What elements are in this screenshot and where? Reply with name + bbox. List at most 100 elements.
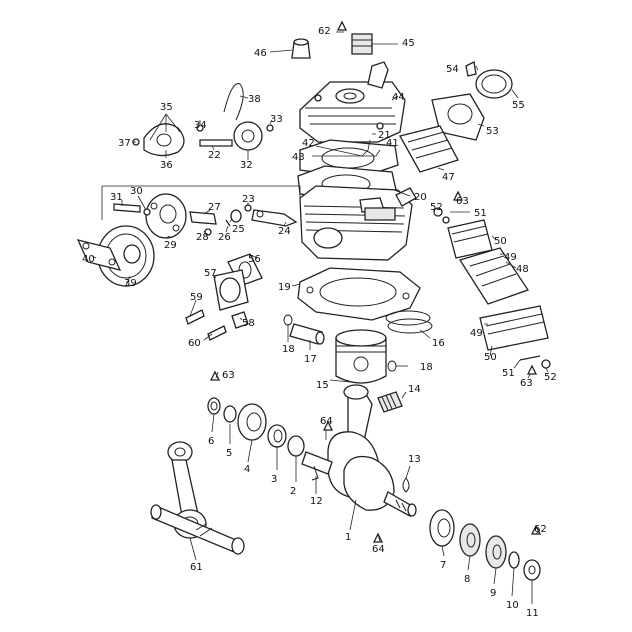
spark-plug [351,33,373,55]
clamp-55 [475,69,513,99]
label-63-top: 63 [456,196,469,207]
label-50-top: 50 [494,236,507,247]
shaft-22 [199,139,233,147]
label-51-top: 51 [474,208,487,219]
label-9: 9 [490,588,496,599]
label-18-right: 18 [420,362,433,373]
label-20: 20 [414,192,427,203]
screw-54 [465,61,477,77]
label-16: 16 [432,338,445,349]
label-4: 4 [244,464,250,475]
label-29: 29 [164,240,177,251]
gear-9 [485,535,507,569]
label-64-bottom: 64 [372,544,385,555]
label-54: 54 [446,64,459,75]
label-1: 1 [345,532,351,543]
washer-51-top [442,216,450,224]
label-7: 7 [440,560,446,571]
label-40: 40 [82,254,95,265]
label-43: 43 [292,152,305,163]
label-34: 34 [194,120,207,131]
lever-24 [251,209,298,227]
bracket-40 [76,239,122,271]
label-49-top: 49 [504,252,517,263]
label-41: 41 [386,138,399,149]
label-5: 5 [226,448,232,459]
label-25: 25 [232,224,245,235]
clip-58 [231,311,249,329]
label-33: 33 [270,114,283,125]
cylinder-head [299,61,406,143]
label-59: 59 [190,292,203,303]
label-62-top: 62 [318,26,331,37]
label-17: 17 [304,354,317,365]
washer-63-bottom [526,364,538,375]
group-bracket [101,185,301,220]
label-11: 11 [526,608,539,619]
label-55: 55 [512,100,525,111]
pulley-32 [233,121,263,151]
key-13 [402,477,410,493]
label-21: 21 [378,130,391,141]
label-51-bottom: 51 [502,368,515,379]
label-18-left: 18 [282,344,295,355]
reed-plate-50-bottom [479,305,549,351]
label-53: 53 [486,126,499,137]
label-62-bottom: 62 [534,524,547,535]
label-57: 57 [204,268,217,279]
label-35: 35 [160,102,173,113]
label-2: 2 [290,486,296,497]
label-64-top: 64 [320,416,333,427]
part-number-labels: 1 2 3 4 5 6 7 8 9 10 11 12 13 14 15 16 1… [82,26,557,619]
label-44: 44 [392,92,405,103]
label-52-top: 52 [430,202,443,213]
nut-52-bottom [541,359,551,369]
label-28: 28 [196,232,209,243]
circlip-left [283,314,293,326]
washer-2 [287,435,305,457]
label-63-left: 63 [222,370,235,381]
screw-31 [113,203,141,213]
label-32: 32 [240,160,253,171]
pin-34 [196,124,204,132]
bearing-4 [237,403,267,441]
bolt-59 [185,309,205,325]
stator-29 [145,193,187,239]
label-13: 13 [408,454,421,465]
label-24: 24 [278,226,291,237]
washer-63-top [452,190,464,201]
piston-pin [289,323,325,345]
label-42: 42 [302,138,315,149]
label-19: 19 [278,282,291,293]
label-30: 30 [130,186,143,197]
label-63-bottom: 63 [520,378,533,389]
label-8: 8 [464,574,470,585]
exhaust-flange-57 [213,269,249,311]
label-49-bottom: 49 [470,328,483,339]
label-6: 6 [208,436,214,447]
label-12: 12 [310,496,323,507]
plug-cap [291,38,311,59]
stud-51-bottom [519,355,541,361]
label-45: 45 [402,38,415,49]
label-47: 47 [442,172,455,183]
piston-rings [385,310,433,334]
label-3: 3 [271,474,277,485]
label-61: 61 [190,562,203,573]
key-12 [311,465,319,481]
label-15: 15 [316,380,329,391]
pickup-27-28 [189,211,217,236]
label-56: 56 [248,254,261,265]
gear-8 [459,523,481,557]
needle-bearing [377,391,403,413]
shaft-25-26 [225,209,242,227]
leader-lines [91,31,549,604]
washer-62-top [336,20,348,31]
label-50-bottom: 50 [484,352,497,363]
cover-36 [143,123,185,157]
label-10: 10 [506,600,519,611]
label-36: 36 [160,160,173,171]
bolt-60 [207,325,227,341]
